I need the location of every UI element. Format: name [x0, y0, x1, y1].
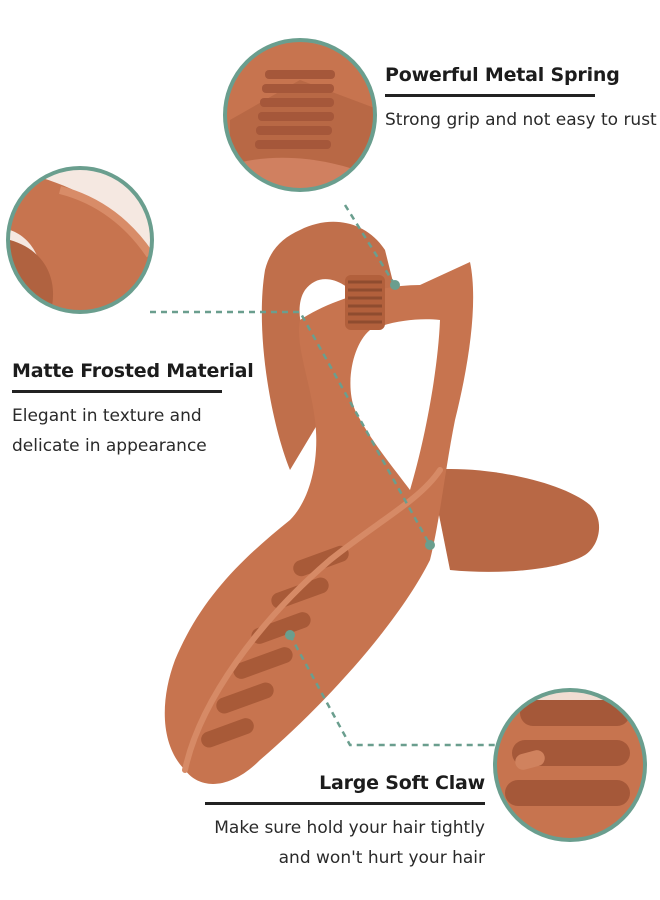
feature-matte-desc: Elegant in texture and delicate in appea…	[12, 401, 222, 461]
clip-back-arm	[430, 469, 600, 572]
zoom-circle-spring	[223, 38, 377, 192]
zoom-circle-claw	[493, 688, 647, 842]
feature-claw-desc-line: and won't hurt your hair	[278, 848, 485, 868]
feature-claw-title: Large Soft Claw	[205, 772, 485, 805]
clip-spring	[345, 275, 385, 330]
feature-claw-desc-line: Make sure hold your hair tightly	[214, 818, 485, 838]
feature-matte-desc-line: delicate in appearance	[12, 436, 207, 456]
feature-spring: Powerful Metal Spring Strong grip and no…	[385, 64, 657, 135]
callout-lines	[150, 204, 495, 747]
zoom-circle-material	[6, 166, 154, 314]
callout-dots	[285, 280, 435, 640]
feature-spring-desc-line: Strong grip and not easy to rust	[385, 110, 657, 130]
feature-claw: Large Soft Claw Make sure hold your hair…	[205, 772, 485, 873]
feature-matte: Matte Frosted Material Elegant in textur…	[12, 360, 254, 461]
feature-spring-desc: Strong grip and not easy to rust	[385, 105, 657, 135]
hair-claw-clip	[164, 221, 600, 784]
feature-matte-desc-line: Elegant in texture and	[12, 406, 202, 426]
feature-claw-desc: Make sure hold your hair tightly and won…	[205, 813, 485, 873]
feature-spring-title: Powerful Metal Spring	[385, 64, 620, 97]
feature-matte-title: Matte Frosted Material	[12, 360, 254, 393]
clip-window	[350, 319, 440, 490]
